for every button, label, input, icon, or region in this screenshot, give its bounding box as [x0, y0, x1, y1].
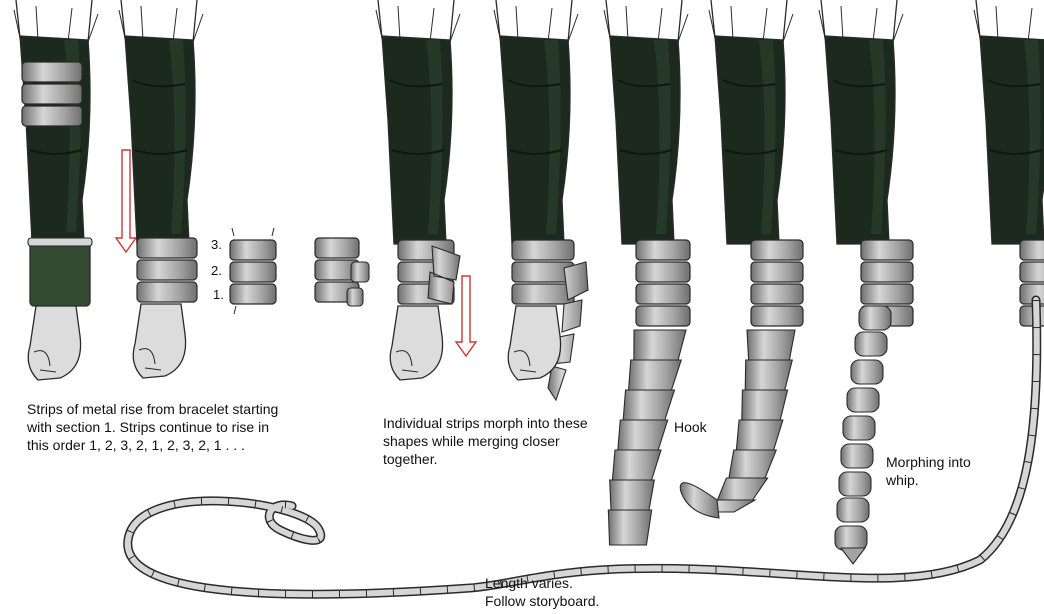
step-number-3: 3. — [211, 238, 222, 252]
blade-segment — [618, 420, 668, 450]
caption-whip-morph: Morphing into whip. — [886, 453, 971, 489]
whip-chunk — [841, 444, 873, 468]
shirt-cuff — [496, 0, 572, 42]
hook-band-3 — [751, 284, 803, 304]
figure-strips-rising — [376, 0, 460, 380]
whip-morph-band-3 — [861, 284, 913, 304]
whip-chunk — [835, 526, 867, 550]
figure-strips-morphing — [494, 0, 588, 400]
blade-segment — [629, 360, 682, 390]
hook-segment — [747, 330, 795, 360]
bracelet-rim — [28, 238, 92, 246]
downward-arrow-icon — [456, 276, 476, 356]
shirt-cuff — [16, 0, 92, 42]
rising-strip-tip-2 — [347, 288, 363, 306]
blade-segment — [612, 450, 661, 480]
whip-chunk — [855, 332, 887, 356]
detail-strip-1 — [230, 240, 276, 260]
hook-band-2 — [751, 262, 803, 282]
hook-band-4 — [751, 306, 803, 326]
whip-chunk — [859, 306, 891, 330]
hand — [508, 306, 560, 380]
detail-strip-sequence-b — [315, 238, 369, 306]
blade-segment — [608, 510, 651, 545]
figure-hook — [680, 0, 803, 518]
blade-segment — [634, 330, 686, 360]
hand — [133, 304, 185, 378]
shirt-cuff — [711, 0, 787, 42]
hook-tip — [680, 483, 719, 518]
whip-chunk — [843, 416, 875, 440]
hook-segment — [729, 450, 776, 478]
hook-band-1 — [751, 240, 803, 260]
shirt-cuff — [121, 0, 197, 42]
step-number-1: 1. — [213, 288, 224, 302]
whip-chunk — [839, 472, 871, 496]
blade-segment — [623, 390, 674, 420]
rising-strip-tip-1 — [351, 262, 369, 282]
morph-band-1 — [512, 240, 574, 260]
whip-band-1 — [1020, 240, 1044, 260]
figure-bracelet-wrist — [119, 0, 203, 378]
hand — [390, 306, 442, 380]
whip-chunk-tip — [841, 548, 865, 564]
upper-band-1 — [22, 62, 82, 82]
detail-strip-offset-1 — [315, 238, 359, 258]
hand — [28, 306, 80, 380]
upper-band-3 — [22, 106, 82, 126]
bracelet-green — [30, 240, 90, 306]
shirt-cuff — [821, 0, 897, 42]
step-number-2: 2. — [211, 264, 222, 278]
shirt-cuff — [976, 0, 1044, 42]
whip-chunk — [847, 388, 879, 412]
whip-chunk — [837, 498, 869, 522]
shirt-cuff — [606, 0, 682, 42]
caption-hook: Hook — [674, 418, 707, 436]
blade-band-3 — [636, 284, 690, 304]
hook-segment — [745, 360, 792, 390]
caption-morph: Individual strips morph into these shape… — [383, 414, 588, 468]
hook-segment — [742, 390, 788, 420]
detail-strip-2 — [230, 262, 276, 282]
hook-segment — [717, 478, 767, 500]
rising-plates — [428, 246, 460, 304]
blade-segment — [610, 480, 655, 510]
morph-band-3 — [512, 284, 574, 304]
blade-band-1 — [636, 240, 690, 260]
caption-bracelet-rise: Strips of metal rise from bracelet start… — [27, 400, 278, 454]
blade-band-4 — [636, 306, 690, 326]
figure-bracelet-raised — [14, 0, 98, 380]
whip-band-2 — [1020, 262, 1044, 282]
blade-band-2 — [636, 262, 690, 282]
whip-chunk — [851, 360, 883, 384]
whip-morph-band-1 — [861, 240, 913, 260]
caption-length: Length varies. Follow storyboard. — [485, 574, 599, 610]
whip-morph-band-2 — [861, 262, 913, 282]
figure-blade — [604, 0, 690, 545]
figure-whip — [974, 0, 1044, 326]
shirt-cuff — [378, 0, 454, 42]
detail-strip-3 — [230, 284, 276, 304]
detail-strip-sequence-a — [230, 228, 276, 314]
upper-band-2 — [22, 84, 82, 104]
wrist-band-2 — [137, 260, 197, 280]
wrist-band-1 — [137, 238, 197, 258]
hook-segment — [736, 420, 783, 450]
wrist-band-3 — [137, 282, 197, 302]
